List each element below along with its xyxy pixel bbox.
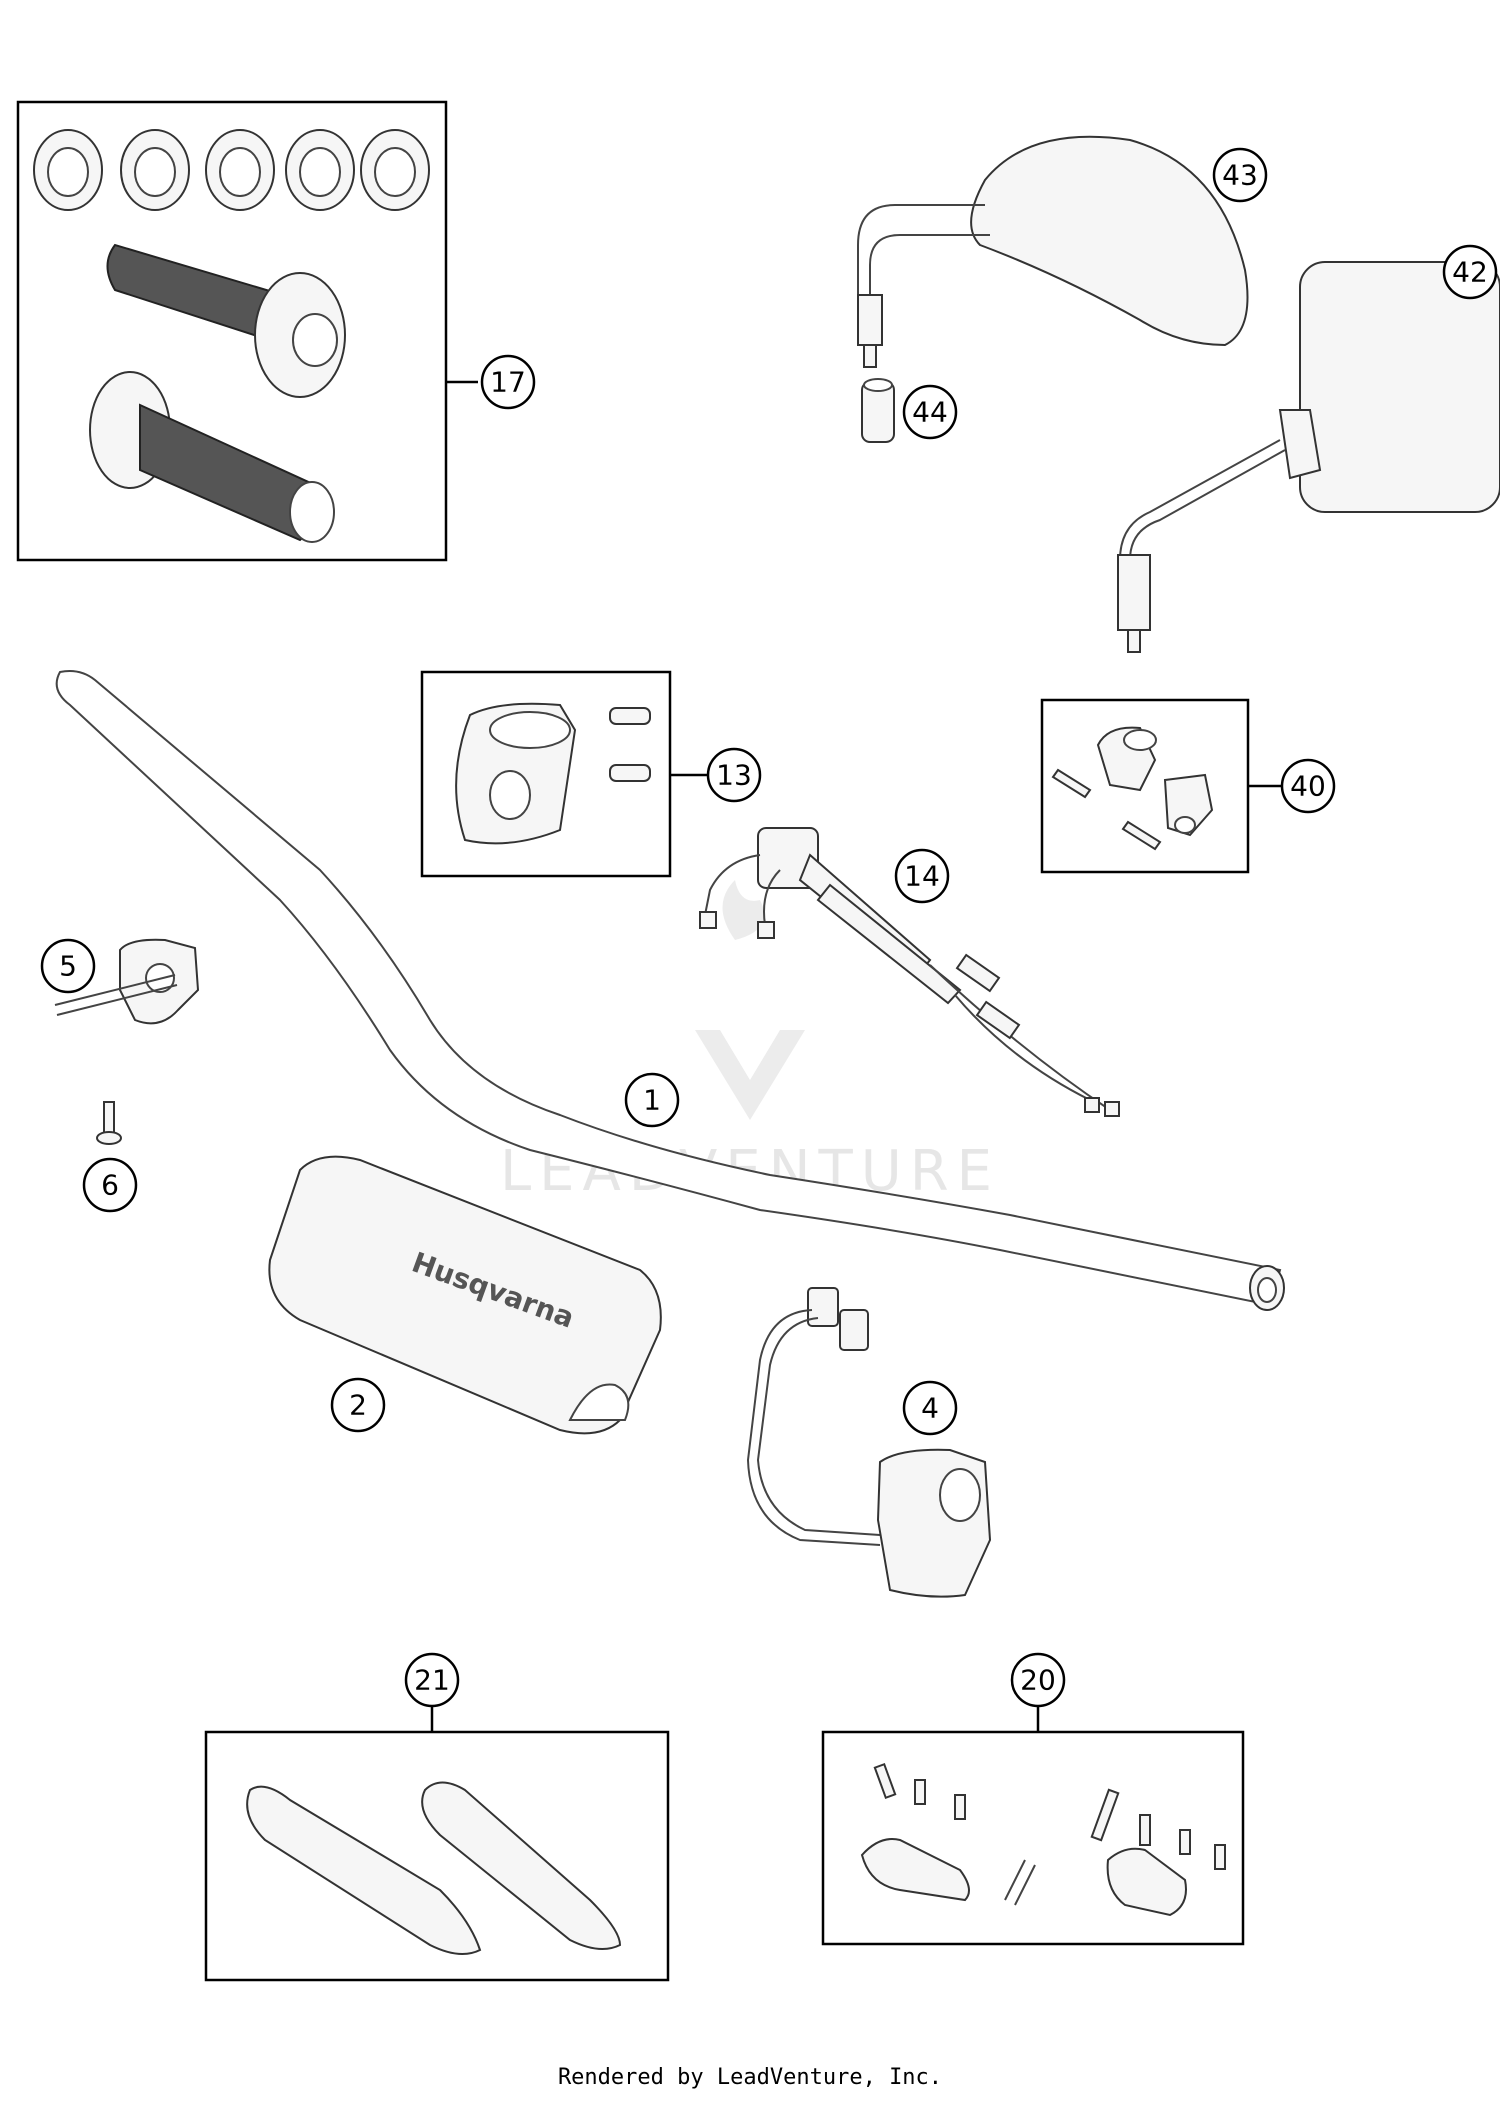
callout-1 xyxy=(624,1072,680,1128)
footer-credit: Rendered by LeadVenture, Inc. xyxy=(557,2065,943,2090)
handlebar-switch: 4 xyxy=(746,1287,992,1598)
callout-42 xyxy=(1442,244,1498,300)
grip-kit-box xyxy=(16,100,448,562)
callout-14 xyxy=(894,848,950,904)
callout-6-label: 6 xyxy=(101,1169,119,1202)
throttle-cables: 14 xyxy=(699,827,1120,1117)
callout-44-label: 44 xyxy=(912,396,948,429)
callout-14-label: 14 xyxy=(904,860,940,893)
throttle-cam-set xyxy=(33,129,430,211)
mirror-adapter: 44 xyxy=(861,378,958,443)
callout-43-label: 43 xyxy=(1222,159,1258,192)
callout-5-label: 5 xyxy=(59,950,77,983)
handlebar-pad: Husqvarna 2 xyxy=(268,1155,662,1435)
callout-43 xyxy=(1212,147,1268,203)
callout-40 xyxy=(1280,758,1336,814)
mirror-left: 43 xyxy=(857,135,1268,368)
handguard-mount-group: 20 xyxy=(821,1652,1245,1946)
callout-1-label: 1 xyxy=(643,1084,661,1117)
mirror-right: 42 xyxy=(1117,244,1500,653)
handguard-mount-box xyxy=(821,1730,1245,1946)
left-grip xyxy=(89,371,335,543)
callout-2-label: 2 xyxy=(349,1389,367,1422)
clamp-bolt: 6 xyxy=(82,1101,138,1213)
callout-40-label: 40 xyxy=(1290,770,1326,803)
callout-4-label: 4 xyxy=(921,1392,939,1425)
callout-44 xyxy=(902,384,958,440)
callout-5 xyxy=(40,938,96,994)
callout-17-label: 17 xyxy=(490,366,526,399)
throttle-housing-group: 13 xyxy=(420,670,762,878)
handlebar-clamp: 5 xyxy=(40,938,200,1025)
callout-20-label: 20 xyxy=(1020,1664,1056,1697)
callout-17 xyxy=(480,354,536,410)
callout-42-label: 42 xyxy=(1452,256,1488,289)
handlebar: 1 xyxy=(55,670,1285,1311)
handguard-group: 21 xyxy=(204,1652,670,1982)
callout-2 xyxy=(330,1377,386,1433)
throttle-grip xyxy=(106,243,346,398)
handguard-box xyxy=(204,1730,670,1982)
callout-6 xyxy=(82,1157,138,1213)
callout-21-label: 21 xyxy=(414,1664,450,1697)
callout-13-label: 13 xyxy=(716,759,752,792)
callout-4 xyxy=(902,1380,958,1436)
clamp-set-group: 40 xyxy=(1040,698,1336,874)
grip-kit-group: 17 xyxy=(16,100,536,562)
callout-13 xyxy=(706,747,762,803)
